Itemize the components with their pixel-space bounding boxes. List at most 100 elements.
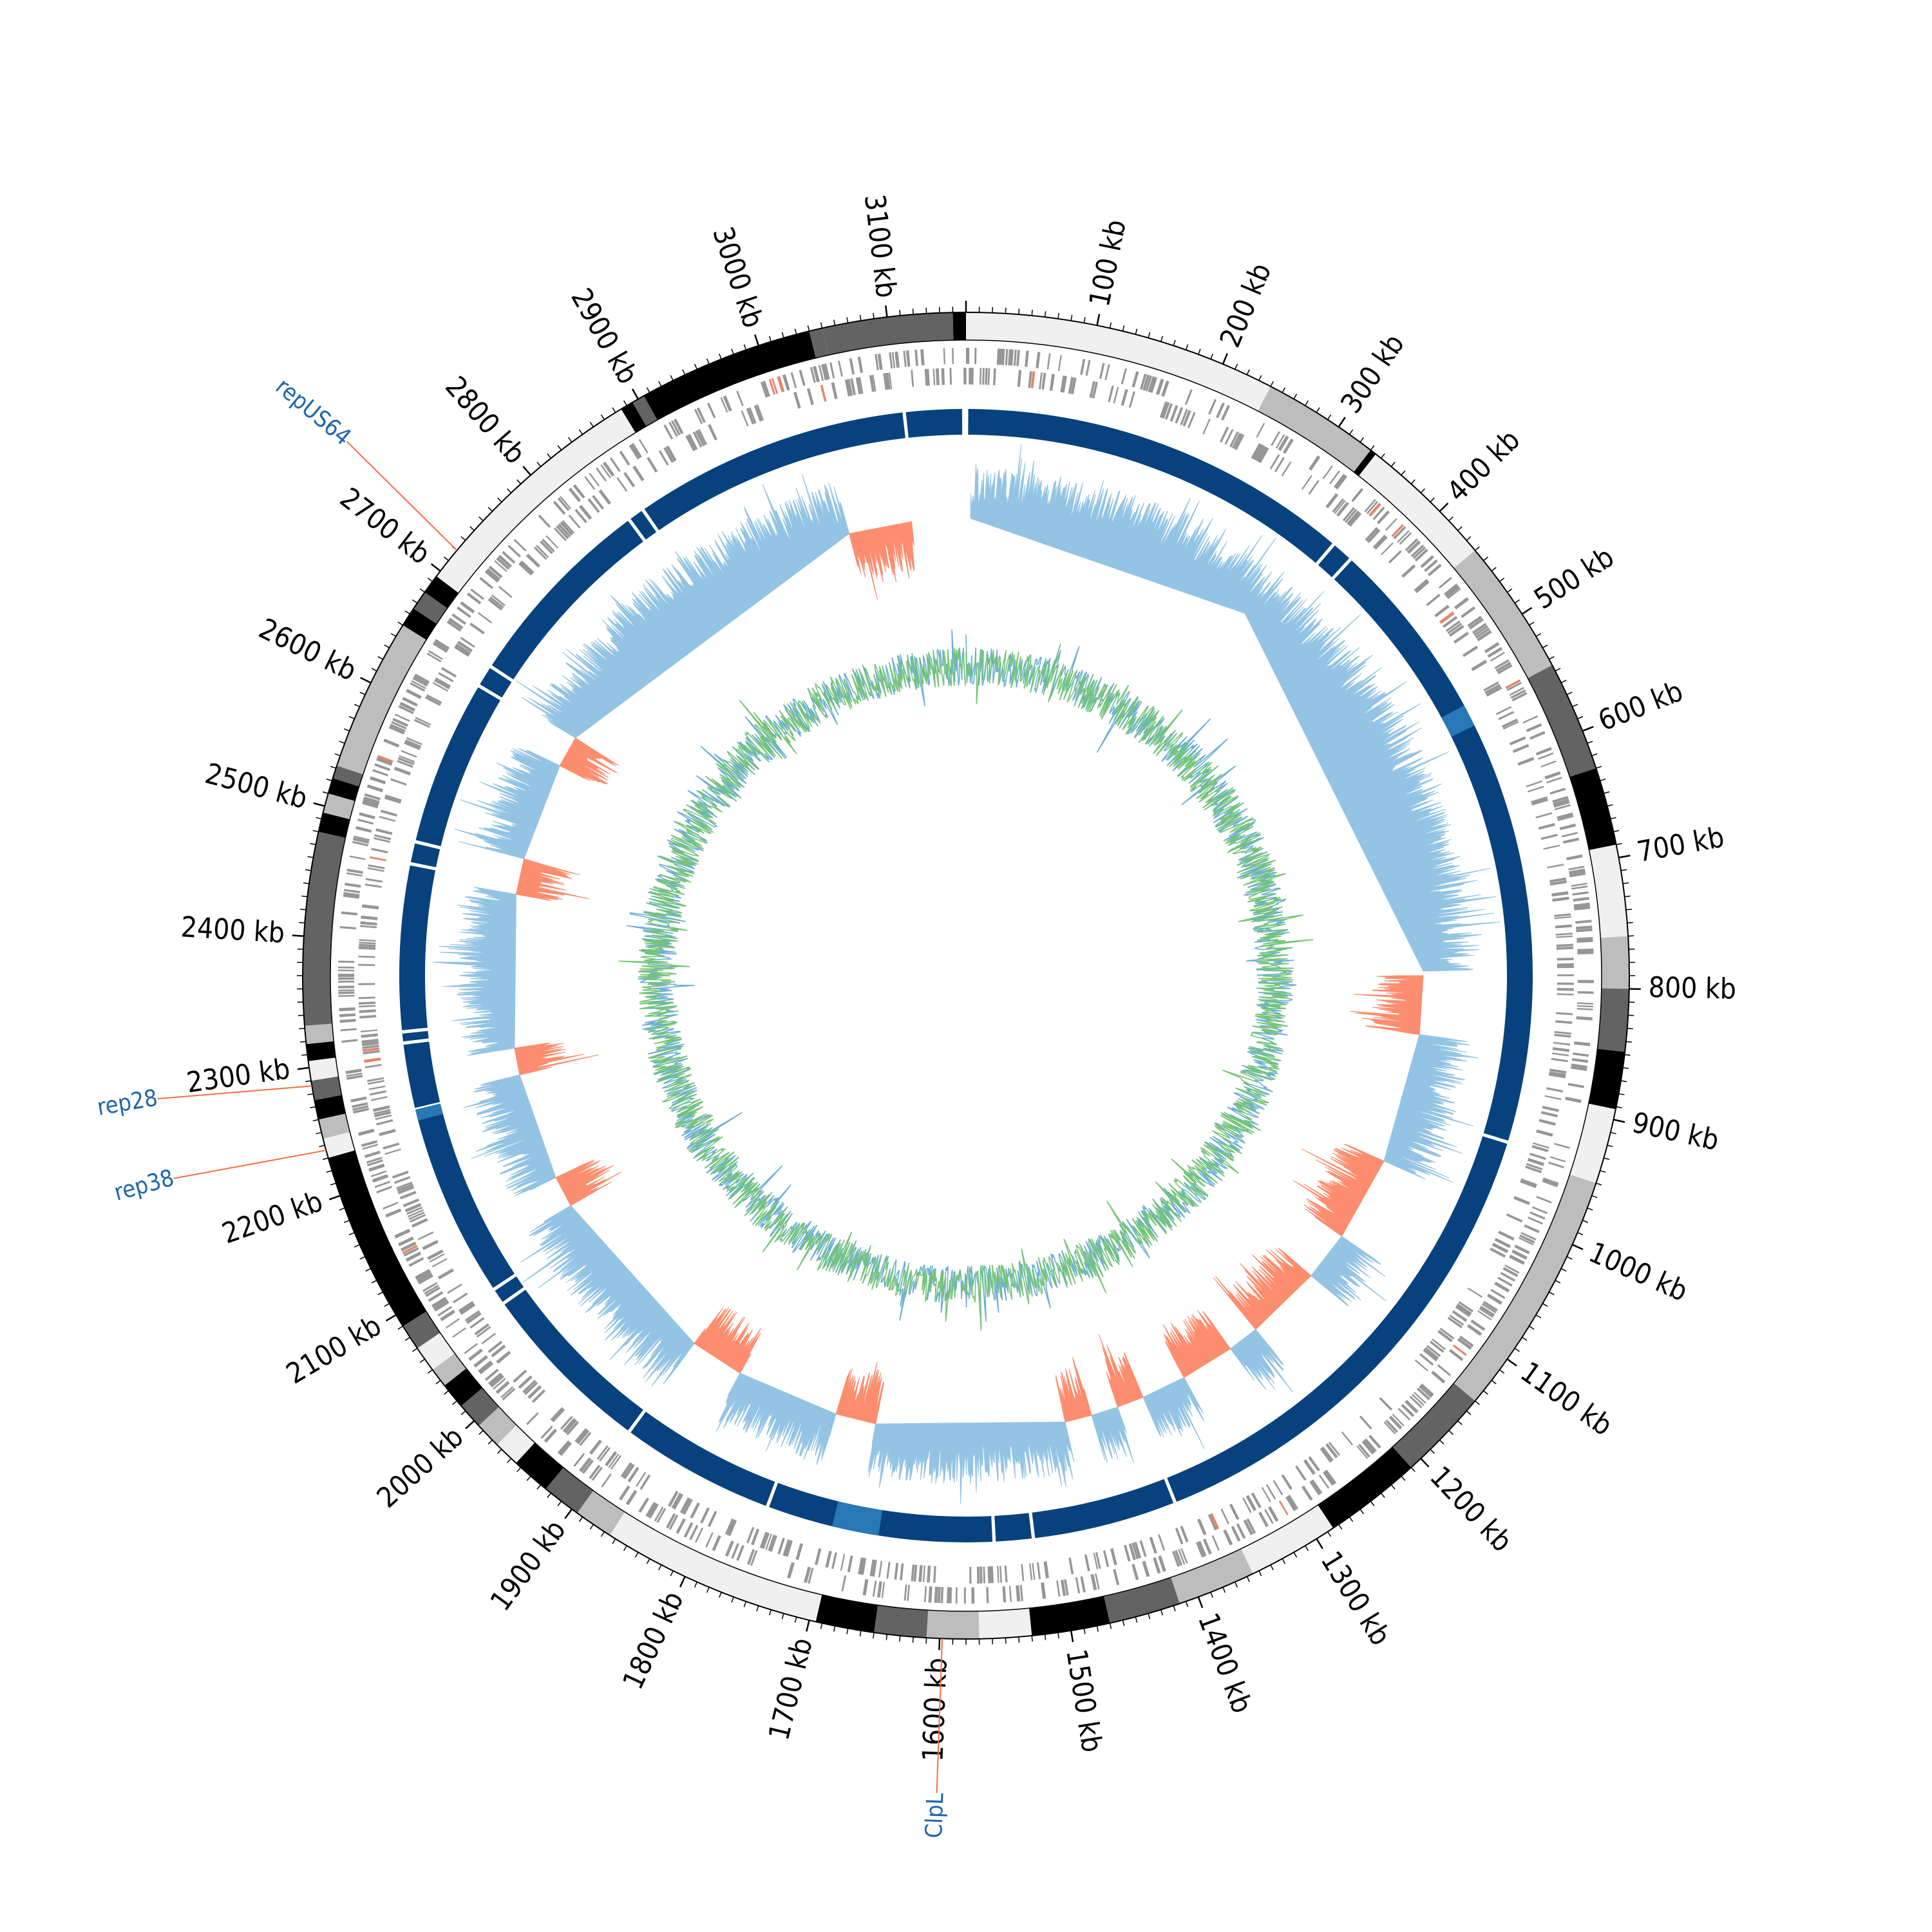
gene-feature (1132, 1564, 1139, 1580)
minor-tick (1083, 317, 1086, 323)
gene-feature (1509, 736, 1526, 746)
gene-feature (1479, 1305, 1495, 1317)
gene-feature (1068, 377, 1074, 394)
minor-tick (1083, 1628, 1086, 1634)
ideogram-block (516, 1443, 564, 1490)
ideogram-block (402, 608, 437, 640)
gene-feature (1531, 1206, 1548, 1215)
minor-tick (371, 1280, 377, 1283)
gene-feature (371, 848, 388, 854)
minor-tick (312, 829, 319, 833)
minor-tick (1613, 829, 1620, 833)
gene-feature (1229, 431, 1239, 448)
minor-tick (497, 1448, 502, 1454)
minor-tick (300, 1041, 307, 1043)
gene-feature (1570, 1066, 1587, 1072)
gene-feature (1526, 723, 1542, 732)
gene-feature (1334, 500, 1346, 515)
minor-tick (1529, 621, 1535, 626)
gene-feature (1182, 410, 1191, 427)
gene-feature (1554, 1142, 1570, 1149)
minor-tick (568, 437, 573, 442)
gene-feature (1103, 1550, 1110, 1567)
gene-feature (397, 1186, 415, 1195)
major-tick (885, 305, 888, 317)
gene-feature (557, 1440, 570, 1454)
gene-feature (397, 757, 415, 766)
blue-ring-segment (994, 1513, 1032, 1542)
minor-tick (419, 1358, 425, 1363)
gene-feature (358, 946, 376, 950)
gene-feature (1320, 1448, 1332, 1463)
gene-feature (374, 834, 392, 840)
gene-feature (579, 1432, 592, 1446)
scale-label: 2800 kb (439, 370, 531, 470)
gene-feature (663, 447, 674, 463)
minor-tick (1401, 470, 1406, 476)
gene-feature (1468, 618, 1484, 630)
minor-tick (516, 1467, 522, 1472)
gene-feature (1549, 877, 1567, 883)
minor-tick (612, 407, 616, 413)
gene-feature (1577, 990, 1594, 994)
gene-feature (610, 1455, 622, 1470)
gene-feature (1303, 1459, 1316, 1475)
minor-tick (1610, 1132, 1616, 1135)
gene-feature (1569, 868, 1586, 875)
gene-feature (1406, 540, 1421, 554)
gene-feature (560, 1416, 573, 1430)
minor-tick (1246, 1576, 1250, 1582)
gene-feature (1220, 426, 1229, 443)
gene-feature (629, 444, 641, 460)
minor-tick (1499, 578, 1505, 582)
minor-tick (1535, 1314, 1542, 1319)
minor-tick (299, 922, 305, 923)
gene-feature (339, 1019, 356, 1023)
minor-tick (658, 1564, 662, 1571)
gene-feature (513, 1369, 527, 1383)
gene-feature (428, 650, 443, 660)
major-tick (328, 1195, 341, 1200)
gene-feature (850, 378, 856, 395)
gene-feature (377, 755, 393, 764)
gene-feature (596, 1445, 609, 1460)
minor-tick (412, 599, 418, 604)
gene-feature (1322, 465, 1333, 480)
gene-feature (345, 882, 361, 888)
gene-feature (476, 1326, 491, 1338)
major-tick (313, 802, 325, 807)
minor-tick (612, 1539, 616, 1544)
gene-feature (1519, 1234, 1535, 1244)
gene-feature (352, 1102, 368, 1108)
gene-feature (1030, 371, 1036, 388)
gene-feature (881, 1582, 886, 1598)
gene-feature (1540, 833, 1558, 840)
minor-tick (322, 1157, 328, 1160)
scale-label: 700 kb (1634, 821, 1727, 869)
gene-feature (384, 795, 402, 804)
gene-feature (1349, 512, 1362, 527)
gene-feature (368, 864, 385, 869)
gene-feature (1184, 389, 1193, 405)
gene-feature (1397, 1408, 1411, 1421)
minor-tick (1622, 882, 1629, 884)
gene-feature (1544, 771, 1561, 780)
gene-feature (1514, 1244, 1530, 1255)
gene-feature (1392, 1414, 1405, 1426)
gene-feature (759, 1531, 768, 1548)
gene-feature (415, 717, 431, 726)
gene-feature (1414, 549, 1428, 562)
gene-feature (638, 439, 649, 454)
gene-feature (393, 766, 411, 776)
gene-feature (346, 868, 363, 874)
gene-feature (971, 1587, 975, 1604)
gene-feature (609, 457, 621, 472)
gene-feature (353, 835, 370, 841)
gene-feature (544, 1428, 558, 1443)
gene-feature (831, 382, 838, 399)
major-tick (679, 1576, 686, 1587)
gene-feature (369, 1090, 387, 1096)
gene-feature (1522, 715, 1539, 724)
